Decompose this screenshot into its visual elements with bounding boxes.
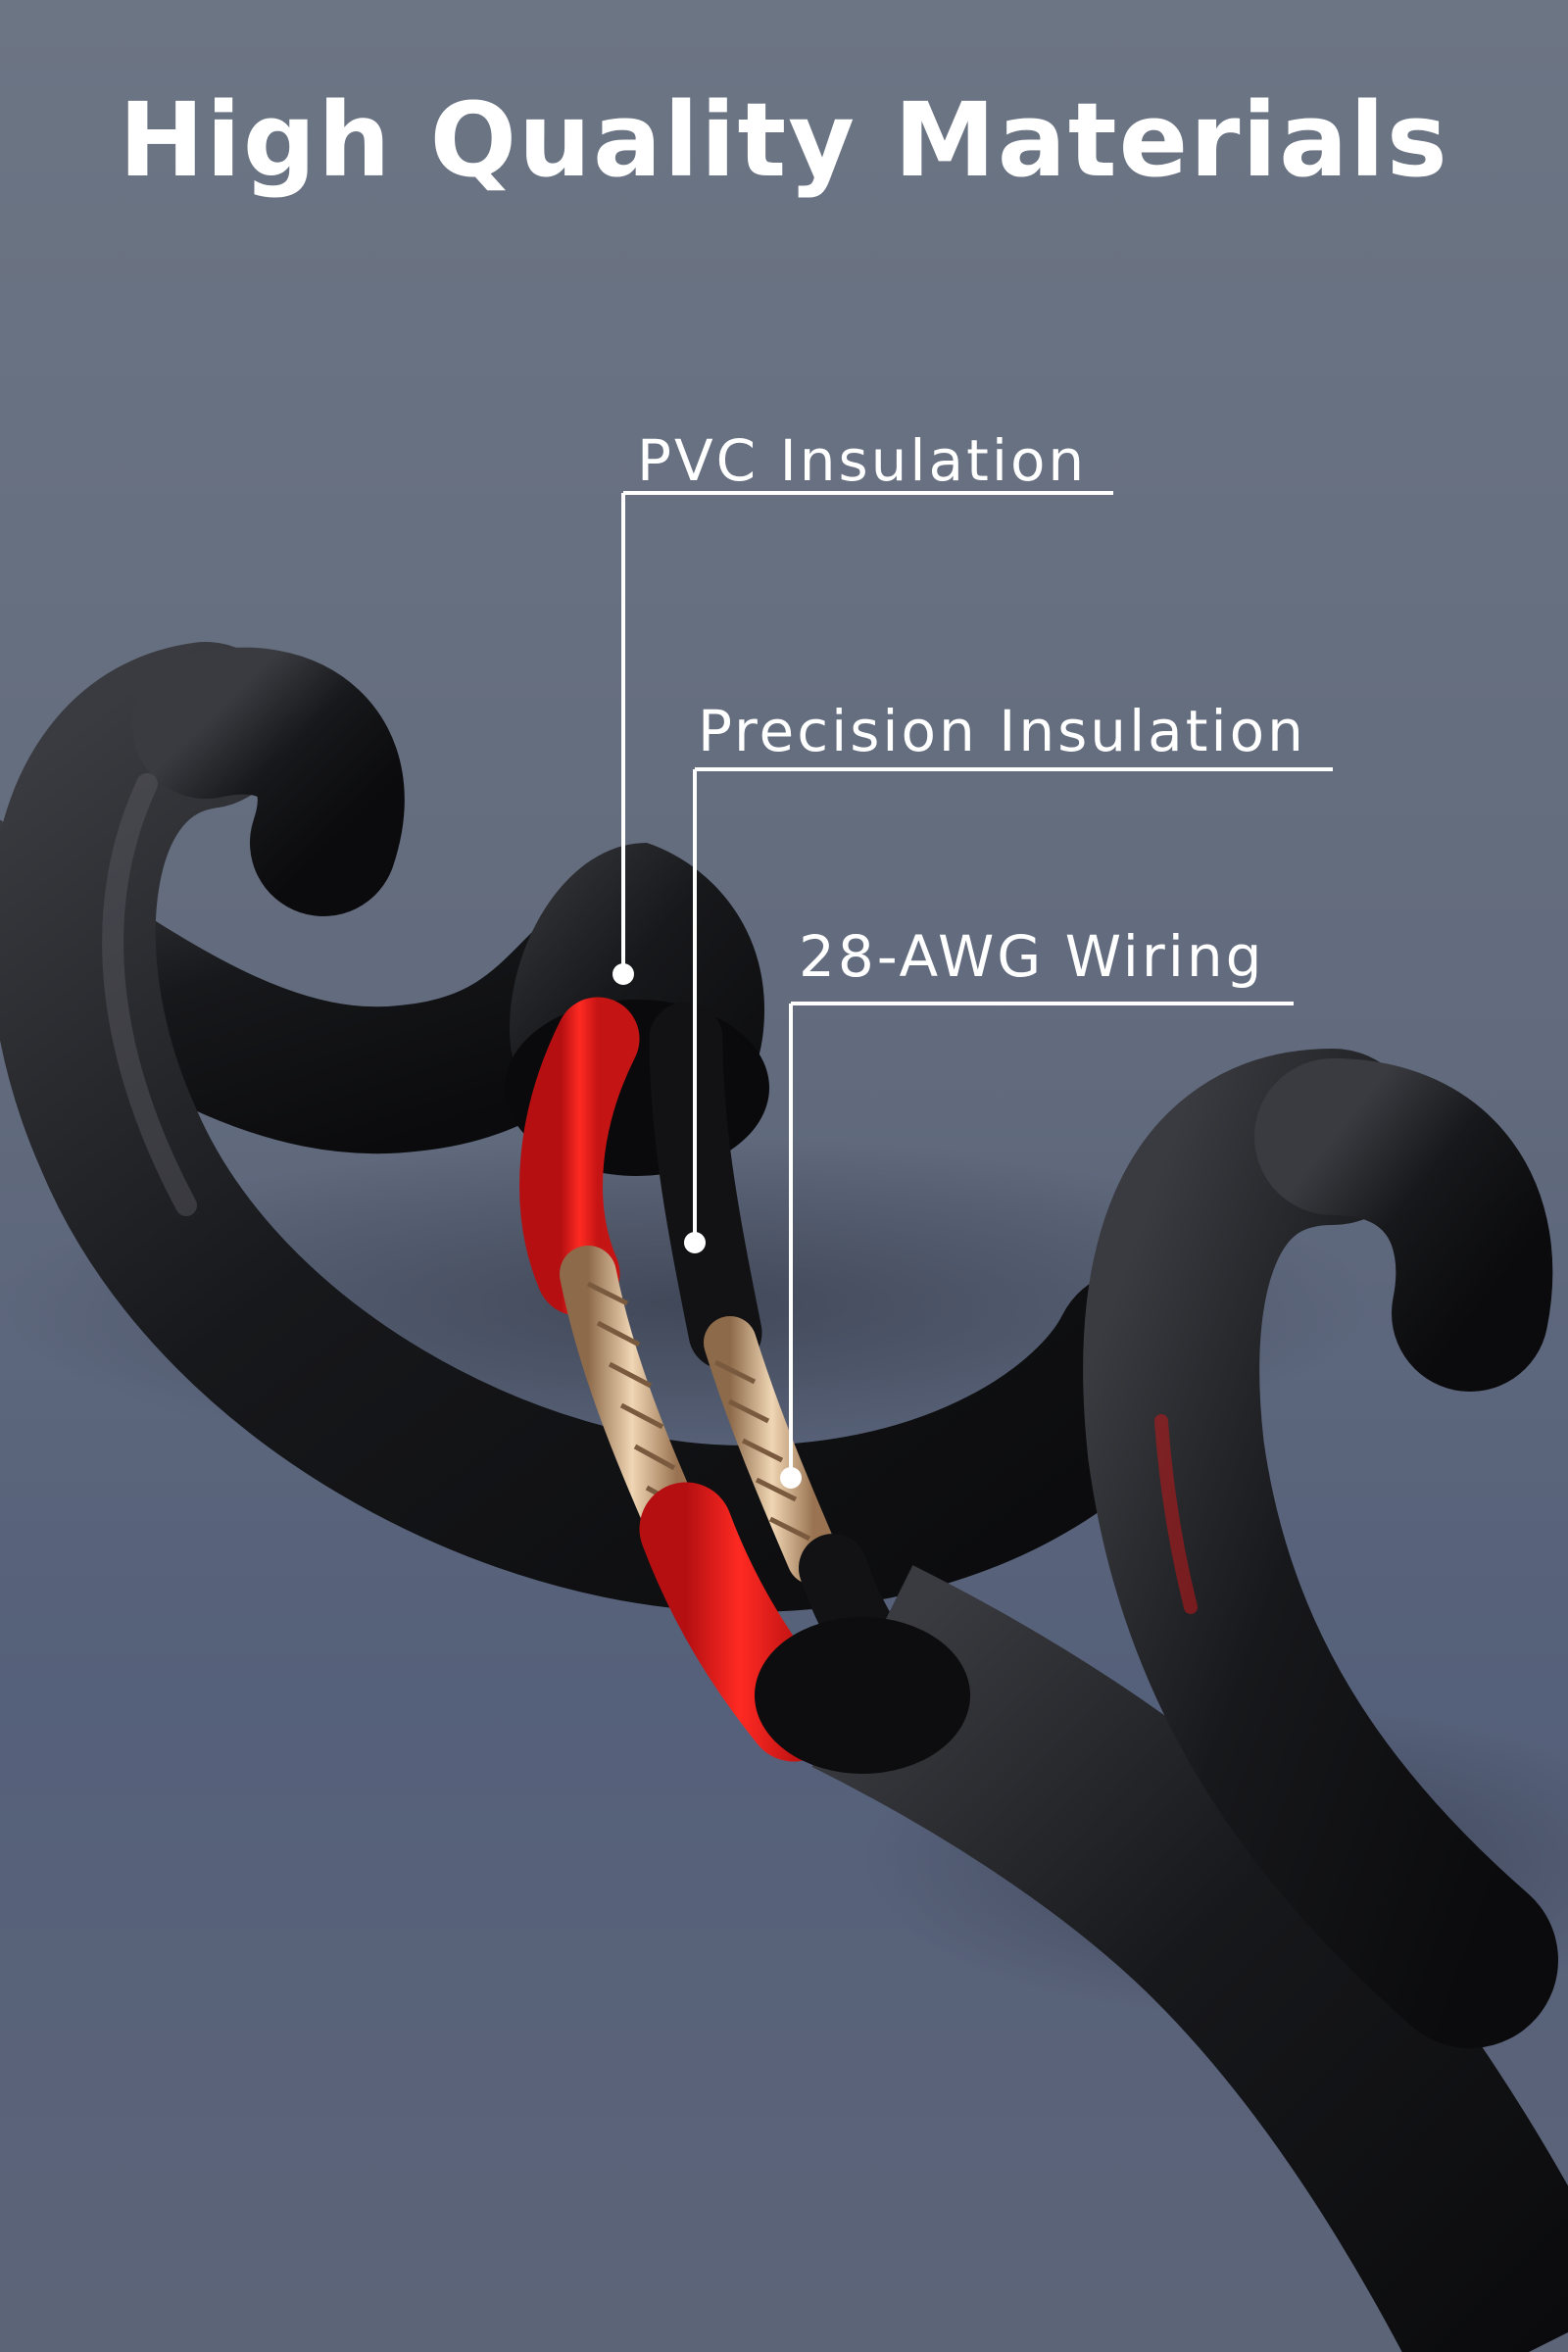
page-title: High Quality Materials bbox=[119, 80, 1449, 200]
red-insulation-upper bbox=[519, 997, 640, 1316]
cable-right-red-reflection bbox=[1154, 1414, 1198, 1614]
black-insulation-upper bbox=[649, 1002, 762, 1370]
callout-precision-insulation: Precision Insulation bbox=[698, 698, 1306, 764]
copper-strand-red-twist bbox=[586, 1281, 688, 1512]
leader-wiring bbox=[780, 1002, 1294, 1489]
cable-bottom-end-opening bbox=[755, 1617, 970, 1774]
cable-right-loop-top bbox=[1254, 1058, 1553, 1392]
cable-left-loop-top bbox=[132, 647, 405, 916]
cable-right-loop bbox=[1083, 1049, 1558, 2048]
leader-precision-dot bbox=[684, 1232, 706, 1253]
leader-precision bbox=[684, 767, 1333, 1253]
leader-pvc-dot bbox=[612, 963, 634, 985]
copper-strand-black-twist bbox=[713, 1359, 811, 1542]
cable-bottom-run bbox=[811, 1565, 1568, 2352]
cable-left-loop-highlight bbox=[102, 773, 197, 1216]
cable-left-loop bbox=[0, 642, 1220, 1613]
callout-pvc-insulation: PVC Insulation bbox=[637, 427, 1088, 494]
leader-pvc bbox=[612, 491, 1113, 985]
callout-28-awg-wiring: 28-AWG Wiring bbox=[799, 923, 1265, 990]
leader-wiring-dot bbox=[780, 1467, 802, 1489]
